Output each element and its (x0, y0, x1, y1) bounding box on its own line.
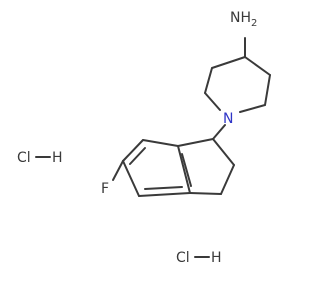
amine-label: NH2 (230, 10, 257, 29)
hcl-counterion-2: Cl H (176, 250, 222, 266)
bond (177, 145, 191, 194)
bond (122, 160, 140, 197)
chlorine-label: Cl (17, 150, 31, 166)
molecule-diagram: NH2 N F Cl H Cl H (17, 10, 271, 266)
bond (244, 56, 271, 76)
bond (181, 153, 192, 187)
bond (212, 124, 226, 140)
bond (144, 186, 183, 190)
bond (204, 92, 221, 111)
hydrogen-label: H (52, 150, 63, 166)
bond (138, 192, 191, 197)
bond (239, 104, 266, 113)
fluorine-label: F (101, 181, 109, 197)
bond (177, 138, 214, 147)
bond (189, 192, 222, 195)
bond (211, 56, 246, 69)
bond (204, 67, 213, 94)
bond (122, 139, 144, 162)
bond (142, 139, 179, 147)
bond (220, 164, 235, 195)
hydrogen-label: H (211, 250, 222, 266)
piperidine-ring (204, 37, 271, 140)
chlorine-label: Cl (176, 250, 190, 266)
bond (212, 138, 235, 166)
bond (112, 160, 124, 181)
benzene-ring (112, 139, 192, 197)
cyclopentane-ring (177, 138, 235, 195)
bond (129, 147, 146, 165)
structure-canvas: NH2 N F Cl H Cl H (17, 10, 271, 266)
hcl-counterion-1: Cl H (17, 150, 63, 166)
bond (264, 74, 271, 106)
piperidine-nitrogen-label: N (223, 111, 233, 127)
